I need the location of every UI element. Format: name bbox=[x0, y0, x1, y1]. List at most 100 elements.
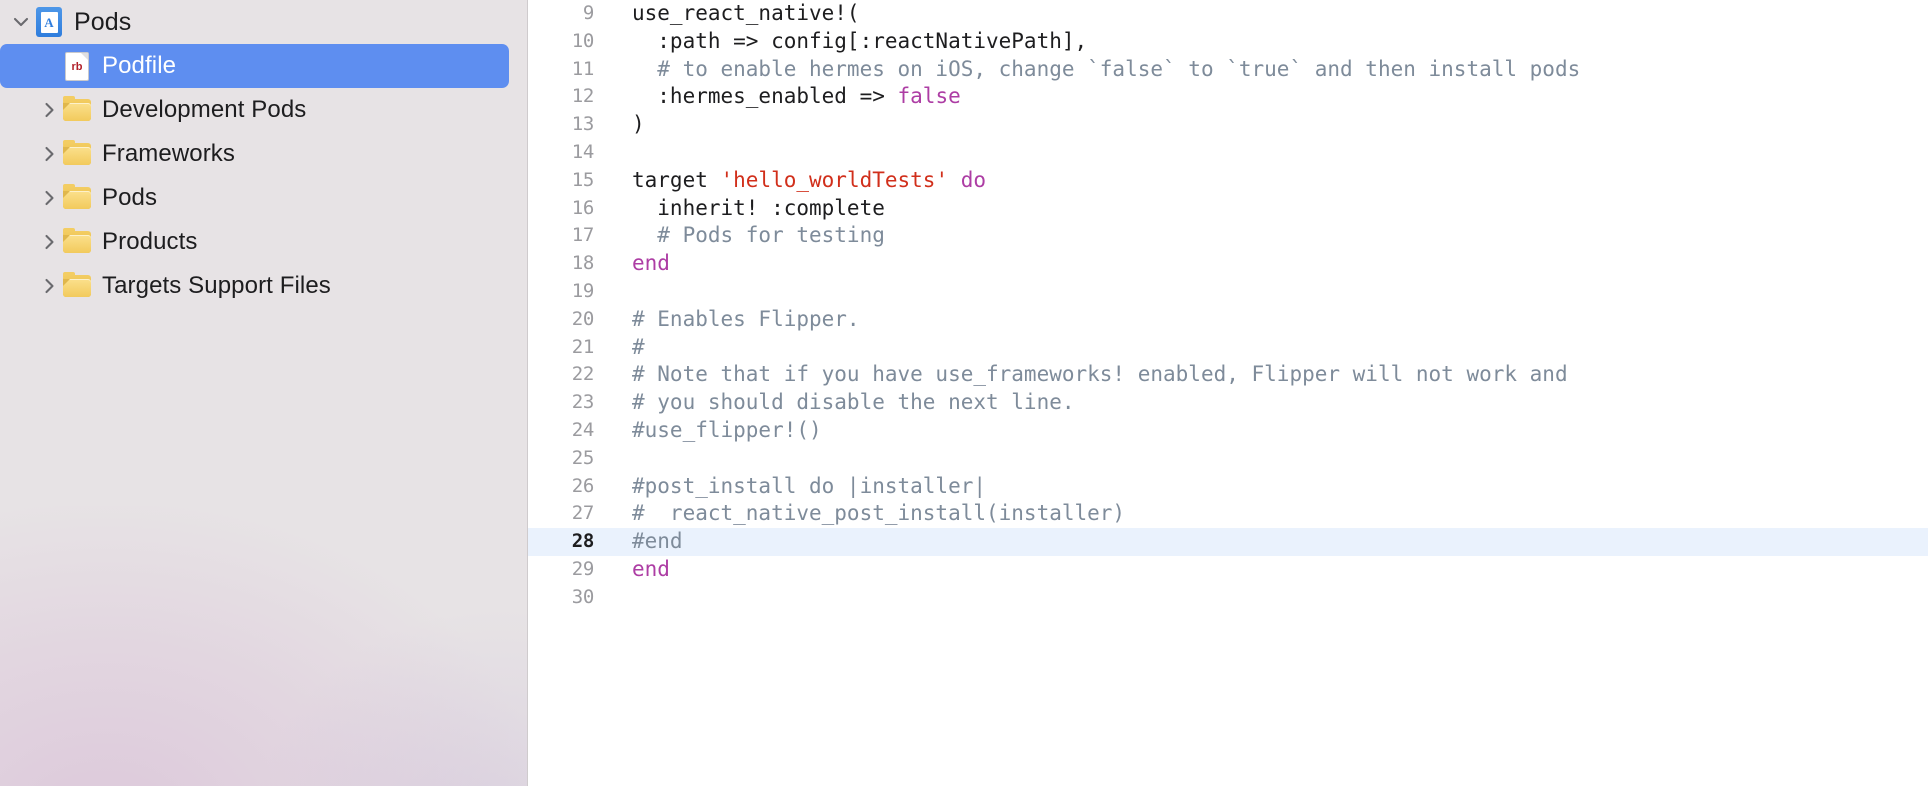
line-number: 29 bbox=[571, 557, 595, 580]
code-line[interactable]: 14 bbox=[528, 139, 1928, 167]
code-line-text: inherit! :complete bbox=[608, 195, 1928, 223]
code-line[interactable]: 21 # bbox=[528, 334, 1928, 362]
code-token-comment: # Pods for testing bbox=[632, 223, 885, 248]
code-line-list: 9 use_react_native!( 10 :path => config[:r… bbox=[528, 0, 1928, 612]
code-token-comment: # bbox=[632, 334, 645, 359]
code-token-plain: :path => config[:reactNativePath], bbox=[632, 28, 1088, 53]
code-line-text: # bbox=[608, 334, 1928, 362]
chevron-right-icon[interactable] bbox=[36, 190, 62, 206]
code-line[interactable]: 30 bbox=[528, 584, 1928, 612]
code-line[interactable]: 27 # react_native_post_install(installer) bbox=[528, 500, 1928, 528]
sidebar-item-podfile[interactable]: rb Podfile bbox=[0, 44, 509, 88]
code-line[interactable]: 13) bbox=[528, 111, 1928, 139]
sidebar-item-label: Podfile bbox=[102, 52, 177, 79]
sidebar-item-label: Products bbox=[102, 228, 198, 255]
line-number: 27 bbox=[571, 502, 595, 525]
code-line[interactable]: 9 use_react_native!( bbox=[528, 0, 1928, 28]
code-line[interactable]: 17 # Pods for testing bbox=[528, 222, 1928, 250]
code-line-text: end bbox=[608, 556, 1928, 584]
folder-icon bbox=[62, 228, 92, 253]
line-number: 17 bbox=[571, 224, 595, 247]
line-number: 26 bbox=[571, 474, 595, 497]
folder-icon bbox=[62, 272, 92, 297]
code-line[interactable]: 12 :hermes_enabled => false bbox=[528, 83, 1928, 111]
code-line[interactable]: 20 # Enables Flipper. bbox=[528, 306, 1928, 334]
code-line-current[interactable]: 28 #end bbox=[528, 528, 1928, 556]
folder-icon bbox=[62, 184, 92, 209]
sidebar-item-products[interactable]: Products bbox=[0, 220, 509, 264]
code-token-plain: :hermes_enabled => bbox=[632, 84, 898, 109]
code-line[interactable]: 19 bbox=[528, 278, 1928, 306]
code-line[interactable]: 15 target 'hello_worldTests' do bbox=[528, 167, 1928, 195]
sidebar-vibrancy-tint-secondary bbox=[247, 606, 527, 786]
code-line[interactable]: 22# Note that if you have use_frameworks… bbox=[528, 361, 1928, 389]
code-line[interactable]: 23 # you should disable the next line. bbox=[528, 389, 1928, 417]
folder-icon bbox=[62, 96, 92, 121]
code-line-text: :hermes_enabled => false bbox=[608, 83, 1928, 111]
line-number: 20 bbox=[571, 307, 595, 330]
sidebar-vibrancy-tint bbox=[0, 506, 527, 786]
code-line[interactable]: 10 :path => config[:reactNativePath], bbox=[528, 28, 1928, 56]
code-line-text: #post_install do |installer| bbox=[608, 473, 1928, 501]
ruby-file-icon: rb bbox=[62, 51, 92, 81]
source-code-editor[interactable]: 9 use_react_native!( 10 :path => config[:r… bbox=[528, 0, 1928, 786]
code-token-comment: # react_native_post_install(installer) bbox=[632, 501, 1126, 526]
code-token-keyword: do bbox=[960, 167, 987, 192]
code-line-text: # you should disable the next line. bbox=[608, 389, 1928, 417]
chevron-right-icon[interactable] bbox=[36, 102, 62, 118]
code-token-keyword: end bbox=[632, 251, 670, 276]
line-number: 23 bbox=[571, 391, 595, 414]
code-line-text: #end bbox=[608, 528, 1928, 556]
sidebar-item-label: Pods bbox=[102, 184, 158, 211]
code-line-text: :path => config[:reactNativePath], bbox=[608, 28, 1928, 56]
sidebar-item-frameworks[interactable]: Frameworks bbox=[0, 132, 509, 176]
line-number: 10 bbox=[571, 29, 595, 52]
line-number: 18 bbox=[571, 252, 595, 275]
code-token-plain: target bbox=[632, 167, 721, 192]
sidebar-item-label: Frameworks bbox=[102, 140, 236, 167]
code-line-text: use_react_native!( bbox=[608, 0, 1928, 28]
line-number: 19 bbox=[571, 279, 595, 302]
sidebar-item-pods[interactable]: Pods bbox=[0, 176, 509, 220]
code-line[interactable]: 26 #post_install do |installer| bbox=[528, 473, 1928, 501]
code-token-comment: # to enable hermes on iOS, change `false… bbox=[632, 56, 1581, 81]
code-token-comment: # Enables Flipper. bbox=[632, 306, 860, 331]
code-line[interactable]: 16 inherit! :complete bbox=[528, 195, 1928, 223]
code-token-comment: #end bbox=[632, 529, 683, 554]
code-token-plain: use_react_native!( bbox=[632, 1, 860, 25]
sidebar-item-development-pods[interactable]: Development Pods bbox=[0, 88, 509, 132]
code-line[interactable]: 18 end bbox=[528, 250, 1928, 278]
code-token-string: 'hello_worldTests' bbox=[720, 167, 949, 192]
line-number: 25 bbox=[571, 446, 595, 469]
code-line[interactable]: 11 # to enable hermes on iOS, change `fa… bbox=[528, 56, 1928, 84]
line-number: 9 bbox=[582, 2, 594, 24]
sidebar-item-targets-support-files[interactable]: Targets Support Files bbox=[0, 264, 509, 308]
chevron-right-icon[interactable] bbox=[36, 146, 62, 162]
line-number: 24 bbox=[571, 418, 595, 441]
line-number: 15 bbox=[571, 168, 595, 191]
chevron-down-icon[interactable] bbox=[8, 14, 34, 30]
code-line[interactable]: 24 #use_flipper!() bbox=[528, 417, 1928, 445]
line-number: 12 bbox=[571, 85, 595, 108]
code-line-text: ) bbox=[608, 111, 1928, 139]
chevron-right-icon[interactable] bbox=[36, 278, 62, 294]
code-token-keyword: false bbox=[897, 84, 961, 109]
code-token-plain: ) bbox=[632, 112, 645, 137]
chevron-right-icon[interactable] bbox=[36, 234, 62, 250]
code-token-comment: #use_flipper!() bbox=[632, 417, 822, 442]
code-token-comment: # you should disable the next line. bbox=[632, 390, 1075, 415]
code-token-comment: #post_install do |installer| bbox=[632, 473, 987, 498]
line-number: 30 bbox=[571, 585, 595, 608]
code-line[interactable]: 25 bbox=[528, 445, 1928, 473]
line-number: 21 bbox=[571, 335, 595, 358]
code-line-text: #use_flipper!() bbox=[608, 417, 1928, 445]
line-number: 11 bbox=[571, 57, 595, 80]
code-line-text: # Note that if you have use_frameworks! … bbox=[608, 361, 1928, 389]
line-number: 28 bbox=[571, 530, 595, 553]
code-line-text: # to enable hermes on iOS, change `false… bbox=[608, 56, 1928, 84]
code-line[interactable]: 29 end bbox=[528, 556, 1928, 584]
